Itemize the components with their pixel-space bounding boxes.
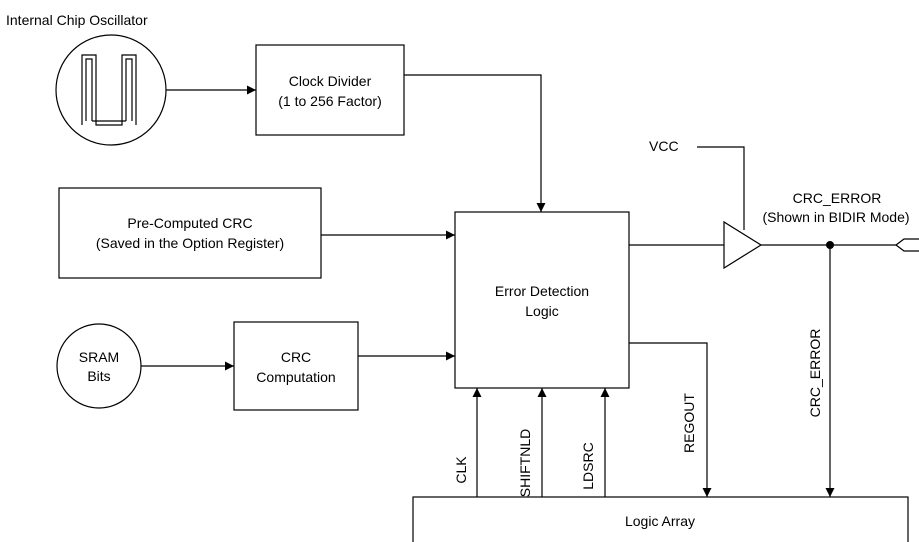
clock-divider-box [255,44,405,136]
square-wave-icon [55,34,167,146]
crc-error-output-line2: (Shown in BIDIR Mode) [762,209,909,225]
clock-divider-line1: Clock Divider [289,73,372,89]
error-detection-line2: Logic [525,303,558,319]
precomputed-crc-line1: Pre-Computed CRC [127,215,252,231]
precomputed-crc-line2: (Saved in the Option Register) [96,235,284,251]
error-detection-logic-box [454,211,630,389]
sram-bits-circle [56,323,142,409]
sram-bits-line2: Bits [87,368,110,384]
divider-to-error-logic-wire [404,74,546,212]
crc-computation-line2: Computation [256,369,335,385]
regout-label: REGOUT [681,393,697,453]
tristate-buffer-icon [723,220,763,270]
crc-computation-box [233,321,359,411]
bidirectional-pin-icon [895,238,919,252]
clock-divider-line2: (1 to 256 Factor) [278,93,382,109]
sram-bits-line1: SRAM [79,349,119,365]
vcc-wire [697,146,745,230]
oscillator-label: Internal Chip Oscillator [6,12,148,28]
precomputed-crc-box [58,187,322,279]
ldsrc-label: LDSRC [580,442,596,489]
clk-label: CLK [453,456,469,484]
shiftnld-label: SHIFTNLD [517,429,533,497]
logic-array-box [412,496,909,542]
crc-computation-line1: CRC [281,349,311,365]
vcc-label: VCC [649,138,679,154]
regout-wire [629,342,712,497]
crc-error-vertical-label: CRC_ERROR [807,329,823,418]
crc-error-output-line1: CRC_ERROR [793,190,882,206]
logic-array-label: Logic Array [625,513,695,529]
error-detection-line1: Error Detection [495,283,589,299]
